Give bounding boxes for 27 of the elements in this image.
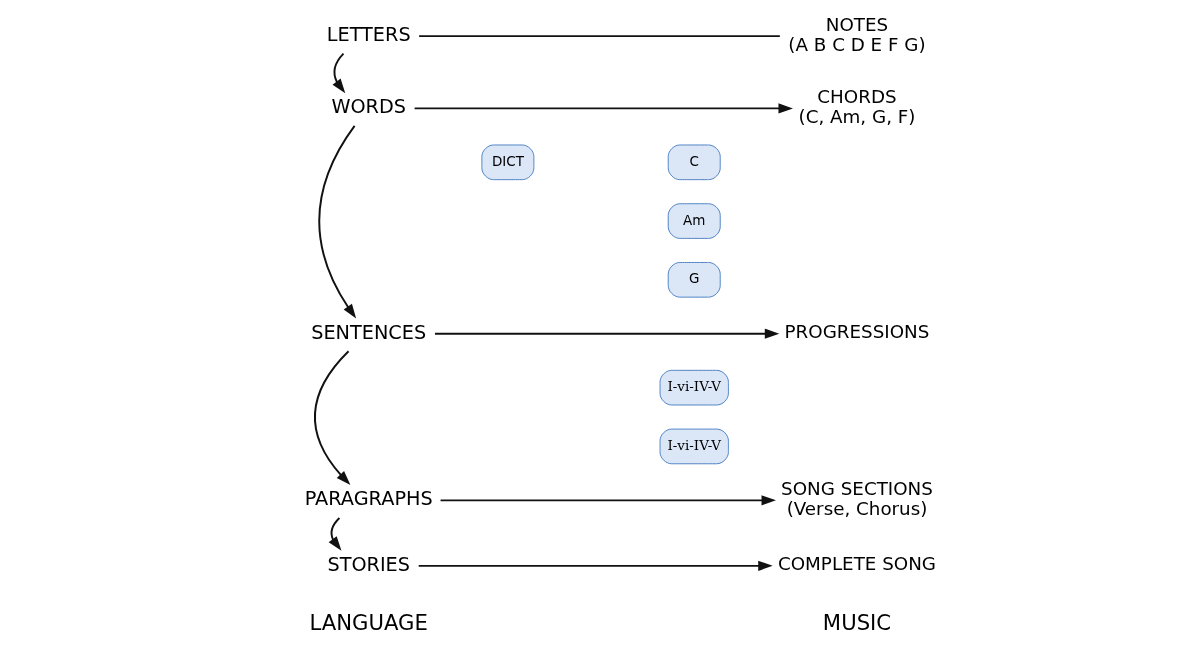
arrow [439, 495, 776, 506]
label: LANGUAGE [309, 609, 428, 635]
node-text: PARAGRAPHS [304, 487, 433, 511]
node-text: WORDS [331, 95, 407, 119]
arrow [328, 517, 342, 551]
label: G [689, 270, 700, 287]
label: MUSIC [822, 609, 892, 635]
label: I-vi-IV-V [667, 378, 721, 395]
arrow [318, 124, 357, 319]
label: DICT [491, 152, 524, 169]
arrow [413, 103, 793, 114]
node-text: NOTES (A B C D E F G) [788, 13, 926, 55]
node-text: PROGRESSIONS [784, 321, 930, 343]
arrow [332, 52, 346, 94]
label: I-vi-IV-V [667, 436, 721, 453]
arrow [417, 560, 773, 571]
node-text: COMPLETE SONG [777, 553, 937, 575]
node-text: STORIES [327, 552, 410, 576]
connector [418, 35, 781, 38]
node-text: SONG SECTIONS (Verse, Chorus) [781, 477, 933, 519]
label: Am [683, 211, 706, 228]
node-text: LETTERS [326, 22, 411, 46]
node-text: CHORDS (C, Am, G, F) [798, 85, 916, 128]
label: C [689, 152, 699, 169]
arrow [434, 328, 780, 339]
node-text: SENTENCES [311, 320, 427, 344]
arrow [314, 350, 351, 485]
